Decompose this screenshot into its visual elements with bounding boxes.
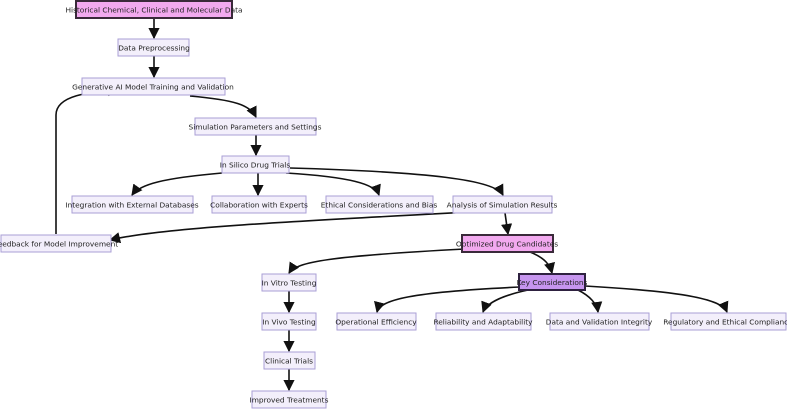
- edge-insilico-analysis: [289, 167, 504, 196]
- node-key-considerations: Key Considerations: [517, 273, 588, 291]
- edge-optimized-key: [529, 251, 555, 275]
- node-label: Data and Validation Integrity: [546, 318, 653, 327]
- node-label: In Vitro Testing: [262, 279, 317, 288]
- node-simulation-parameters: Simulation Parameters and Settings: [189, 117, 322, 136]
- node-label: Historical Chemical, Clinical and Molecu…: [65, 6, 242, 15]
- node-label: Improved Treatments: [250, 396, 329, 405]
- node-collaboration-experts: Collaboration with Experts: [210, 195, 308, 214]
- node-in-silico-trials: In Silico Drug Trials: [220, 155, 291, 174]
- node-label: Operational Efficiency: [335, 318, 417, 327]
- node-optimized-candidates: Optimized Drug Candidates: [456, 234, 558, 253]
- node-label: Feedback for Model Improvement: [0, 240, 118, 249]
- edge-key-reliability: [481, 289, 529, 314]
- node-label: In Vivo Testing: [262, 318, 316, 327]
- node-feedback-improvement: Feedback for Model Improvement: [0, 234, 118, 253]
- node-label: In Silico Drug Trials: [220, 161, 291, 170]
- node-label: Clinical Trials: [265, 357, 313, 366]
- node-label: Optimized Drug Candidates: [456, 240, 558, 249]
- edge-insilico-integration: [131, 172, 223, 196]
- node-label: Data Preprocessing: [118, 44, 190, 53]
- node-analysis-results: Analysis of Simulation Results: [447, 195, 558, 214]
- edge-key-operational: [374, 286, 521, 314]
- node-label: Reliability and Adaptability: [433, 318, 533, 327]
- node-label: Integration with External Databases: [65, 201, 198, 210]
- edge-key-regulatory: [584, 285, 729, 314]
- node-regulatory-compliance: Regulatory and Ethical Compliance: [663, 312, 787, 331]
- node-historical-data: Historical Chemical, Clinical and Molecu…: [65, 0, 243, 19]
- node-ethical-bias: Ethical Considerations and Bias: [321, 195, 438, 214]
- node-external-databases: Integration with External Databases: [65, 195, 199, 214]
- edge-insilico-ethical: [285, 172, 381, 197]
- node-data-preprocessing: Data Preprocessing: [117, 38, 190, 57]
- node-label: Regulatory and Ethical Compliance: [663, 318, 787, 327]
- node-improved-treatments: Improved Treatments: [250, 390, 329, 409]
- node-label: Analysis of Simulation Results: [447, 201, 558, 210]
- edge-training-simparams: [189, 95, 257, 119]
- node-label: Simulation Parameters and Settings: [189, 123, 322, 132]
- node-label: Key Considerations: [517, 278, 588, 287]
- node-model-training: Generative AI Model Training and Validat…: [72, 77, 234, 96]
- edge-analysis-optimized: [501, 212, 513, 236]
- edge-analysis-feedback: [108, 211, 471, 244]
- node-label: Ethical Considerations and Bias: [321, 201, 438, 210]
- edge-key-datavalidation: [577, 289, 603, 314]
- node-in-vitro-testing: In Vitro Testing: [261, 273, 317, 292]
- node-label: Collaboration with Experts: [210, 201, 308, 210]
- node-operational-efficiency: Operational Efficiency: [335, 312, 417, 331]
- node-clinical-trials: Clinical Trials: [263, 351, 316, 370]
- node-reliability-adaptability: Reliability and Adaptability: [433, 312, 533, 331]
- node-in-vivo-testing: In Vivo Testing: [261, 312, 317, 331]
- node-label: Generative AI Model Training and Validat…: [72, 83, 234, 92]
- edge-optimized-invitro: [288, 248, 466, 274]
- node-data-validation-integrity: Data and Validation Integrity: [546, 312, 653, 331]
